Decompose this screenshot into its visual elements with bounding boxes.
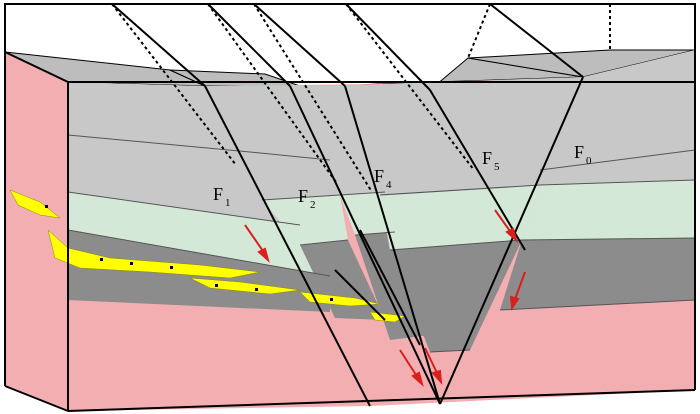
fault-F5-trace — [345, 3, 431, 91]
blockB-gray — [205, 86, 340, 200]
back-frame — [4, 3, 696, 52]
fault-lines — [111, 3, 584, 407]
label-F1-base: F — [213, 184, 223, 204]
fault-F5-plane — [429, 89, 526, 251]
label-F0-base: F — [574, 142, 584, 162]
label-F2-base: F — [298, 186, 308, 206]
blockB-green — [262, 195, 348, 245]
label-F5-sub: 5 — [494, 161, 500, 173]
graben-dark — [390, 240, 522, 352]
right-gray — [540, 50, 695, 185]
blockA-gray — [68, 82, 300, 225]
layer-boundaries — [67, 134, 695, 353]
fault-F0-trace — [489, 3, 584, 78]
red-slip-arrow-icon — [424, 347, 443, 385]
fault-F1-trace — [111, 3, 206, 87]
sand-lens-4 — [299, 291, 381, 307]
fault-F1-plane — [204, 85, 371, 407]
fault-F2-splay — [359, 229, 421, 346]
red-slip-arrow-icon — [509, 271, 526, 311]
right-dark — [500, 238, 695, 310]
red-slip-arrow-icon — [399, 349, 424, 387]
label-F1-sub: 1 — [225, 197, 231, 209]
blockC-green — [340, 192, 395, 235]
graben-gray — [345, 77, 583, 195]
red-slip-arrow-icon — [244, 224, 270, 263]
fault-F4-plane — [344, 85, 441, 405]
fault-labels: F 1 F 2 F 4 F 5 F 0 — [213, 142, 592, 211]
label-F4-base: F — [374, 166, 384, 186]
sand-bodies — [9, 189, 406, 323]
sand-lens-1 — [9, 189, 61, 219]
label-F2-sub: 2 — [310, 199, 316, 211]
red-slip-arrow-icon — [494, 209, 518, 243]
blockC-dark — [355, 232, 430, 340]
fault-F2-plane — [289, 85, 441, 405]
label-F5-base: F — [482, 148, 492, 168]
fault-F2-trace — [207, 3, 291, 87]
label-F4-sub: 4 — [386, 179, 392, 191]
label-F0-sub: 0 — [586, 155, 592, 167]
fault-F1-splay — [334, 269, 386, 321]
sand-lens-3 — [189, 277, 301, 295]
graben-green — [380, 185, 540, 250]
fault-F0-plane — [439, 76, 584, 405]
right-green — [522, 180, 695, 240]
slip-arrows — [244, 209, 526, 387]
hidden-fault-traces — [111, 3, 611, 193]
blockC-gray — [290, 86, 385, 195]
fault-F4-trace — [253, 3, 346, 87]
box-outline — [4, 4, 696, 412]
sand-dots — [45, 205, 333, 301]
